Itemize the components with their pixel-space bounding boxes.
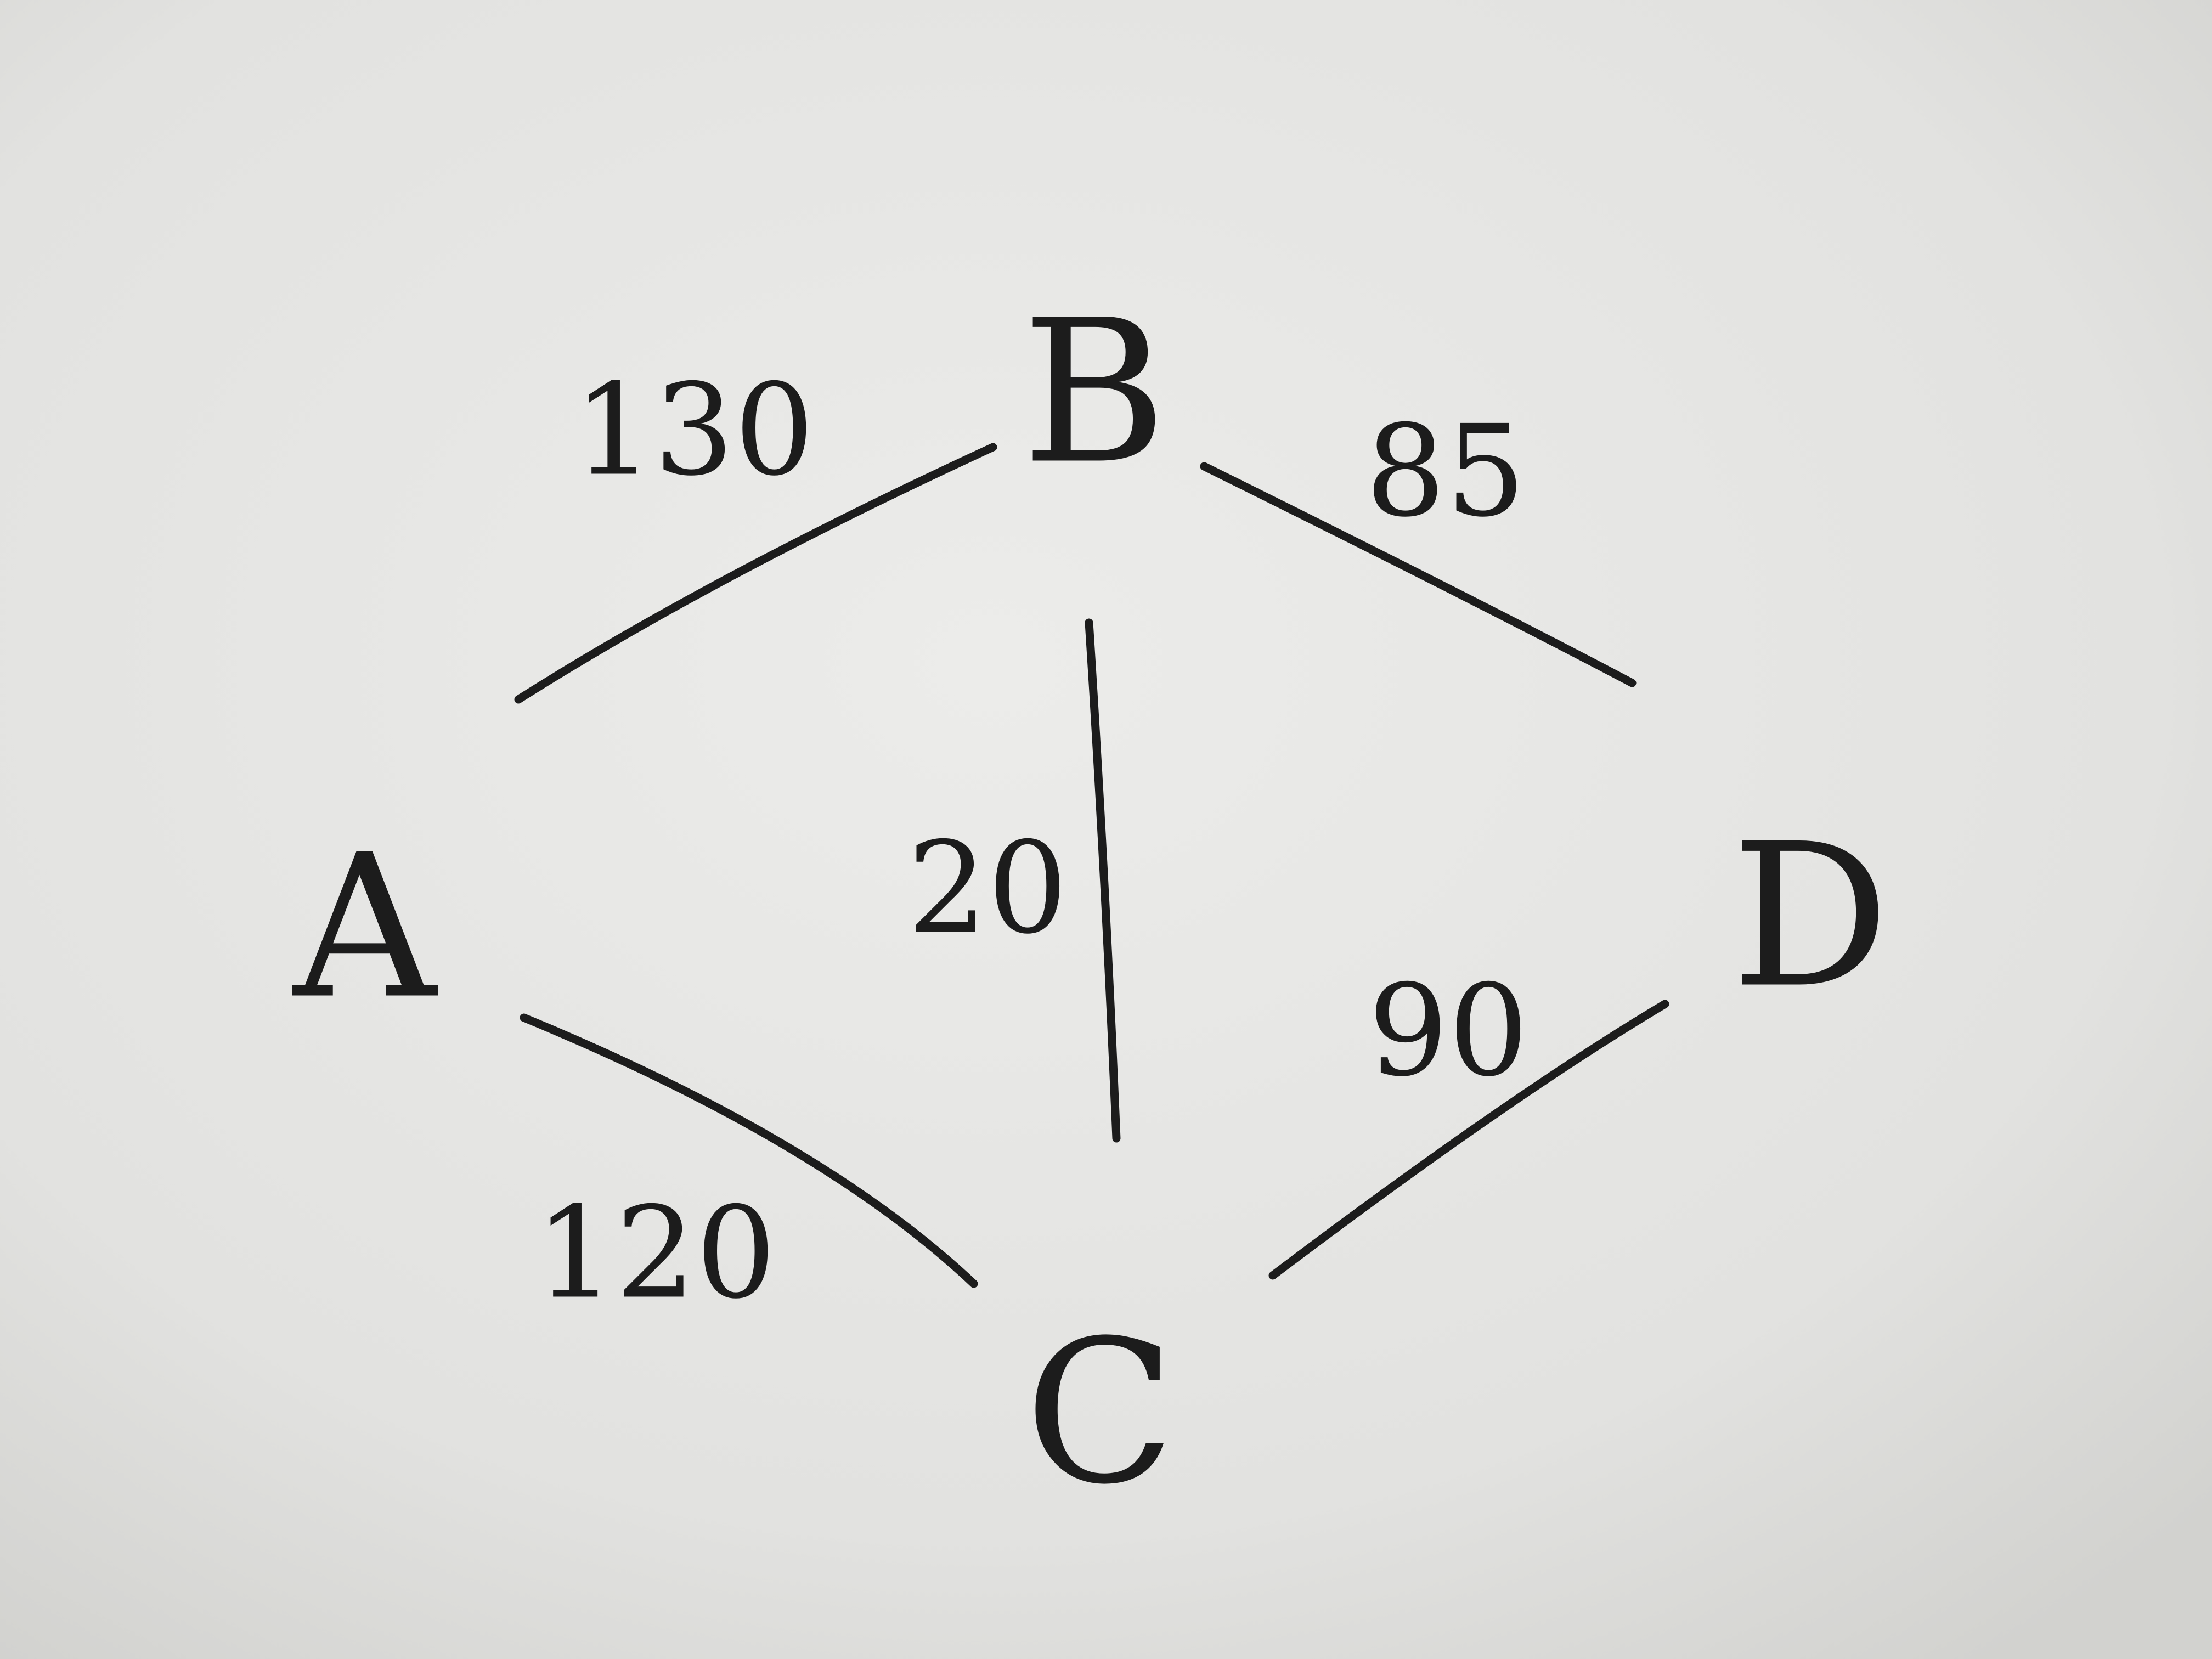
edge-a-b <box>514 443 997 704</box>
node-label-b: B <box>1022 278 1167 507</box>
edge-weight-b-d: 85 <box>1365 399 1526 545</box>
edge-weight-b-c: 20 <box>907 816 1068 962</box>
node-label-c: C <box>1024 1298 1175 1528</box>
node-label-d: D <box>1731 802 1890 1031</box>
edge-b-c <box>1085 618 1121 1143</box>
edge-c-d <box>1268 1000 1669 1280</box>
edge-weight-c-d: 90 <box>1368 958 1529 1105</box>
node-label-a: A <box>290 812 438 1042</box>
edge-weight-a-b: 130 <box>574 358 815 504</box>
edge-a-c <box>520 1013 978 1288</box>
edge-b-d <box>1200 462 1637 687</box>
edge-weight-a-c: 120 <box>535 1181 776 1327</box>
